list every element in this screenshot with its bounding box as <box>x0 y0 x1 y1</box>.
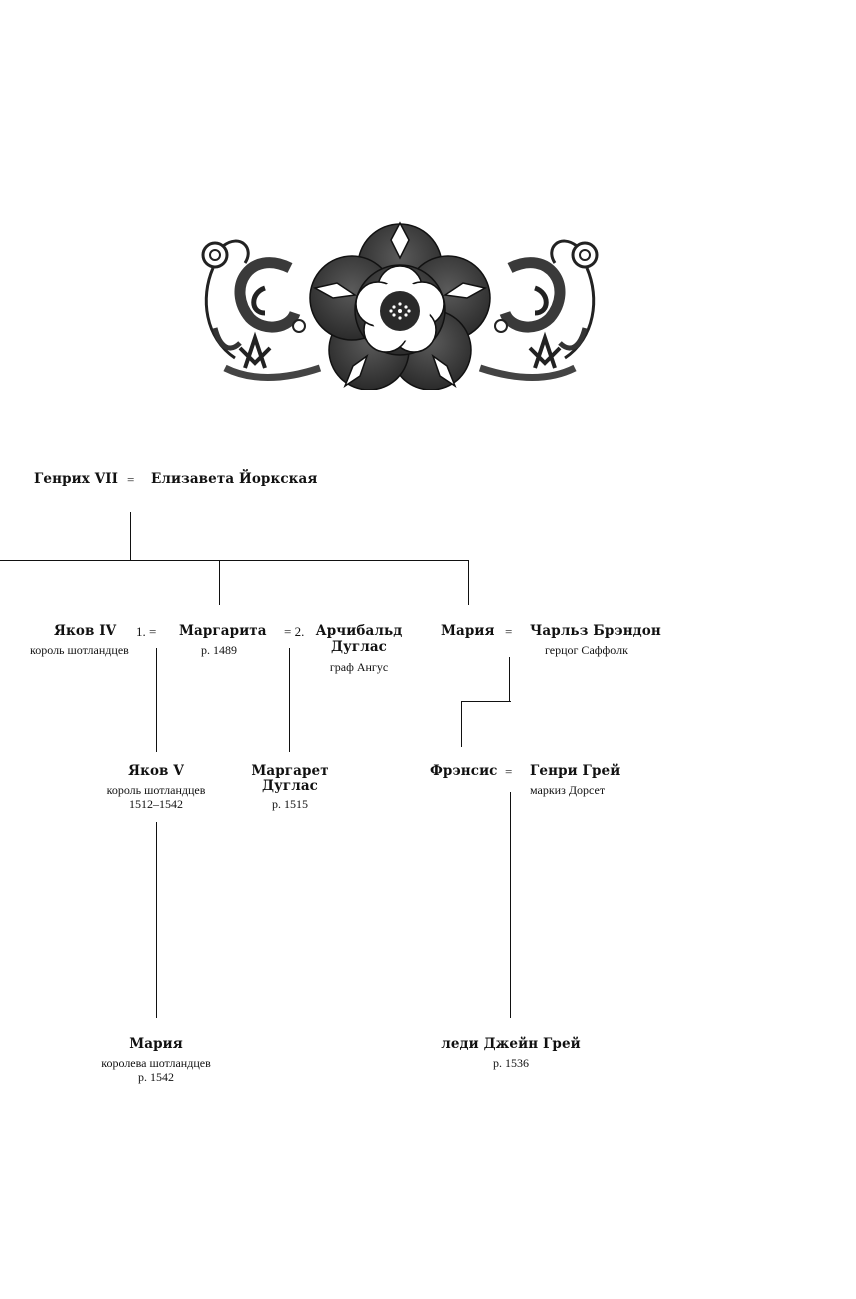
person-margaret-douglas: Маргарет <box>251 763 329 779</box>
right-scroll-icon <box>478 239 599 381</box>
person-henry-vii: Генрих VII <box>34 471 119 487</box>
person-archibald-douglas-line2: Дуглас <box>330 639 388 655</box>
person-birth: р. 1489 <box>201 643 237 657</box>
person-title: граф Ангус <box>329 660 389 674</box>
person-title: королева шотландцев <box>101 1056 211 1070</box>
person-archibald-douglas: Арчибальд <box>315 623 403 639</box>
rose-sepals-icon <box>312 221 488 388</box>
tree-line <box>461 701 511 703</box>
person-title: король шотландцев <box>106 783 206 797</box>
person-mary-tudor: Мария <box>441 623 495 639</box>
tree-line <box>156 822 158 1018</box>
tree-line <box>461 701 463 747</box>
person-title: маркиз Дорсет <box>530 783 606 797</box>
tree-line <box>510 792 512 1018</box>
tree-line <box>219 560 221 605</box>
tudor-rose-ornament-icon <box>201 221 599 390</box>
person-charles-brandon: Чарльз Брэндон <box>530 623 661 639</box>
person-birth: р. 1542 <box>138 1070 174 1084</box>
person-james-iv: Яков IV <box>54 623 117 639</box>
person-birth: р. 1515 <box>272 797 308 811</box>
person-jane-grey: леди Джейн Грей <box>441 1036 581 1052</box>
person-birth: р. 1536 <box>493 1056 529 1070</box>
marriage-sign-1: 1. = <box>136 624 157 639</box>
person-years: 1512–1542 <box>129 797 183 811</box>
person-mary-queen-of-scots: Мария <box>129 1036 183 1052</box>
marriage-sign: = <box>127 472 135 487</box>
rose-stamens-icon <box>389 302 411 320</box>
person-elizabeth-york: Елизавета Йоркская <box>151 471 318 487</box>
tree-line <box>0 560 469 562</box>
person-margaret: Маргарита <box>179 623 267 639</box>
marriage-sign: = <box>505 624 513 639</box>
tree-line <box>156 648 158 752</box>
tree-line <box>130 512 132 561</box>
person-title: король шотландцев <box>30 643 129 657</box>
left-scroll-icon <box>201 239 322 381</box>
person-title: герцог Саффолк <box>545 643 628 657</box>
marriage-sign-2: = 2. <box>284 624 305 639</box>
person-james-v: Яков V <box>128 763 184 779</box>
tree-line <box>289 648 291 752</box>
marriage-sign: = <box>505 764 513 779</box>
tree-line <box>509 657 511 702</box>
person-frances: Фрэнсис <box>430 763 498 779</box>
person-henry-grey: Генри Грей <box>530 763 621 779</box>
tree-line <box>468 560 470 605</box>
person-margaret-douglas-line2: Дуглас <box>261 778 319 794</box>
